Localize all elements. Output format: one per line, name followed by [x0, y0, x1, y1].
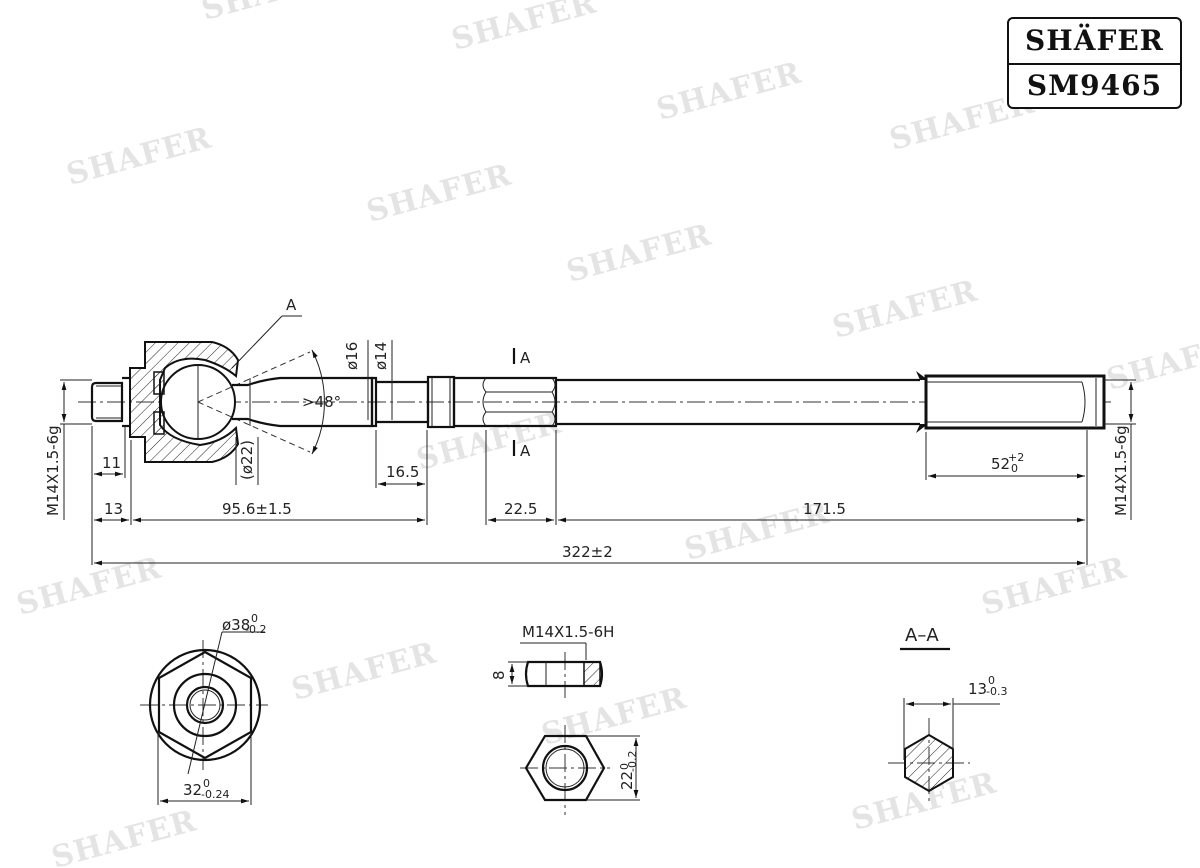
section-across-flats-upper: 0	[988, 674, 995, 687]
right-thread-label: M14X1.5-6g	[1112, 425, 1130, 516]
watermark: SHAFER	[63, 120, 215, 192]
ball-diameter-label: (ø22)	[238, 440, 256, 480]
left-thread-label: M14X1.5-6g	[44, 425, 62, 516]
watermark: SHAFER	[978, 550, 1130, 622]
watermark: SHAFER	[538, 680, 690, 752]
watermark: SHAFER	[198, 0, 350, 28]
end-across-flats: 32	[183, 781, 202, 799]
angle-label: >48°	[302, 393, 341, 411]
dim-52-lower: 0	[1011, 462, 1018, 475]
dim-52-upper: +2	[1008, 451, 1024, 464]
dim-22-5: 22.5	[504, 500, 537, 518]
diameter-14-label: ø14	[372, 342, 390, 370]
watermark: SHAFER	[288, 635, 440, 707]
nut-across-flats: 22	[618, 771, 636, 790]
watermark: SHAFER	[13, 550, 165, 622]
end-outer-lower: -0.2	[245, 623, 266, 636]
brand-logo: SHÄFER	[1009, 19, 1180, 65]
end-across-flats-lower: -0.24	[201, 788, 229, 801]
dim-171-5: 171.5	[803, 500, 846, 518]
nut-height-label: 8	[490, 670, 508, 680]
section-mark-bottom: A	[520, 442, 531, 460]
section-title: A–A	[905, 625, 939, 646]
watermark: SHAFER	[563, 217, 715, 289]
section-across-flats-lower: -0.3	[986, 685, 1007, 698]
dim-95-6: 95.6±1.5	[222, 500, 292, 518]
nut-view: M14X1.5-6H 8 22 0 -0.2	[490, 623, 640, 815]
watermark: SHAFER	[413, 405, 565, 477]
watermark: SHAFER	[1103, 325, 1200, 397]
watermark: SHAFER	[829, 273, 981, 345]
section-mark-top: A	[520, 349, 531, 367]
watermark: SHAFER	[363, 157, 515, 229]
watermark: SHAFER	[48, 803, 200, 868]
dim-total: 322±2	[562, 543, 613, 561]
dim-16-5: 16.5	[386, 463, 419, 481]
part-number: SM9465	[1026, 69, 1163, 102]
main-view: >48° (ø22) A ø16 ø14 A A	[78, 296, 1115, 485]
watermark: SHAFER	[653, 55, 805, 127]
section-across-flats: 13	[968, 680, 987, 698]
dim-13: 13	[104, 500, 123, 518]
nut-across-flats-upper: 0	[618, 763, 631, 770]
dim-52: 52	[991, 455, 1010, 473]
diameter-16-label: ø16	[343, 342, 361, 370]
title-block: SHÄFER SM9465	[1007, 17, 1182, 109]
section-a-label: A	[286, 296, 297, 314]
dimensions: M14X1.5-6g 11 16.5 13 95.6±1.5 22.5 171.…	[44, 379, 1136, 566]
end-outer-upper: 0	[251, 612, 258, 625]
nut-thread-label: M14X1.5-6H	[522, 623, 614, 641]
section-view: A–A 13 0 -0.3	[888, 625, 1007, 805]
end-view: ø38 0 -0.2 32 0 -0.24	[140, 612, 268, 805]
end-outer-diameter: ø38	[222, 616, 250, 634]
watermark: SHAFER	[448, 0, 600, 58]
nut-across-flats-lower: -0.2	[626, 751, 639, 772]
end-across-flats-upper: 0	[203, 777, 210, 790]
dim-11: 11	[102, 454, 121, 472]
